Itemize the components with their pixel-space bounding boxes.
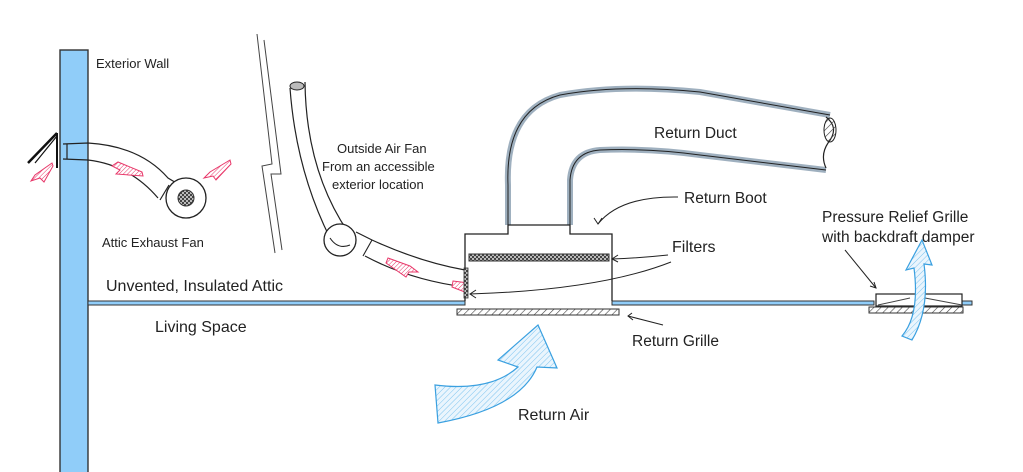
pressure-relief-label: Pressure Relief Grille — [822, 209, 968, 226]
break-lines — [256, 33, 283, 254]
return-grille-label: Return Grille — [632, 333, 719, 350]
filters — [468, 253, 610, 262]
ceiling-line — [87, 300, 973, 306]
outside-air-fan-label: Outside Air Fan — [337, 141, 427, 156]
relief-airflow-arrow — [900, 238, 933, 341]
filters-label: Filters — [672, 239, 716, 256]
exhaust-airflow-arrows — [29, 159, 232, 183]
leader-lines — [469, 196, 877, 326]
pressure-relief-sublabel: with backdraft damper — [821, 229, 975, 246]
outside-air-fan-sublabel-2: exterior location — [332, 177, 424, 192]
return-air-arrow — [434, 324, 558, 424]
attic-exhaust-fan — [27, 132, 207, 219]
return-duct-label: Return Duct — [654, 125, 737, 142]
attic-exhaust-fan-label: Attic Exhaust Fan — [102, 235, 204, 250]
outside-air-duct — [289, 81, 466, 288]
outside-air-fan-sublabel-1: From an accessible — [322, 159, 435, 174]
return-air-label: Return Air — [518, 407, 590, 424]
return-boot — [464, 224, 613, 301]
return-grille — [456, 308, 620, 316]
return-duct — [504, 85, 837, 225]
exterior-wall — [59, 49, 89, 472]
return-boot-label: Return Boot — [684, 190, 767, 207]
outside-air-inlet — [463, 267, 469, 299]
unvented-attic-label: Unvented, Insulated Attic — [106, 278, 283, 295]
living-space-label: Living Space — [155, 319, 247, 336]
exterior-wall-label: Exterior Wall — [96, 56, 169, 71]
